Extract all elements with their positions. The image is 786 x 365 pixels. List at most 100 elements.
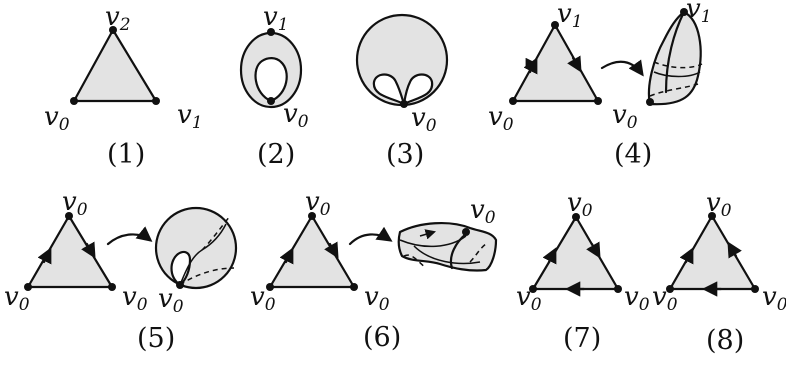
triangle-2-simplex xyxy=(531,215,620,291)
vertex-label: v0 xyxy=(44,102,70,135)
left-petal xyxy=(372,73,406,107)
band-edge xyxy=(413,245,481,265)
edge-arrow xyxy=(419,229,437,240)
vertex-label: v0 xyxy=(762,282,786,315)
map-arrow xyxy=(106,226,153,246)
vertex-dot xyxy=(666,285,674,293)
edge-arrow xyxy=(81,241,96,259)
vertex-label: v0 xyxy=(488,102,514,135)
section-curve xyxy=(653,71,701,78)
figure-1: v2 v0 v1 (1) xyxy=(44,2,203,170)
dashed-curve xyxy=(179,267,235,286)
figure-caption: (2) xyxy=(257,139,295,170)
vertex-dot xyxy=(70,97,78,105)
vertex-dot xyxy=(594,97,602,105)
vertex-label: v0 xyxy=(122,282,148,315)
vertex-label: v1 xyxy=(177,100,203,133)
vertex-label: v0 xyxy=(567,188,593,221)
vertex-label: v0 xyxy=(283,99,309,132)
figure-caption: (8) xyxy=(706,325,744,356)
figure-caption: (3) xyxy=(386,139,424,170)
vertex-dot xyxy=(152,97,160,105)
vertex-dot xyxy=(572,213,580,221)
triangle-2-simplex xyxy=(72,28,158,103)
vertex-label: v0 xyxy=(250,282,276,315)
dashed-curve xyxy=(201,215,231,251)
dashed-curve xyxy=(403,254,427,269)
vertex-dot xyxy=(462,228,470,236)
vertex-label: v0 xyxy=(624,282,650,315)
vertex-dot xyxy=(751,285,759,293)
vertex-dot xyxy=(267,97,275,105)
vertex-dot xyxy=(24,283,32,291)
sphere-disc xyxy=(355,13,449,107)
edge-arrow xyxy=(542,247,557,265)
edge-arrow xyxy=(523,57,538,75)
mobius-band xyxy=(397,221,498,272)
inner-loop xyxy=(254,57,288,103)
vertex-dot xyxy=(646,98,654,106)
edge-arrow xyxy=(567,55,582,73)
cone-seam xyxy=(664,10,686,94)
figure-7: v0 v0 v0 (7) xyxy=(516,188,650,354)
map-arrow xyxy=(348,226,393,246)
edge-arrow xyxy=(586,241,601,259)
right-petal xyxy=(402,73,434,106)
vertex-dot xyxy=(509,97,517,105)
figure-caption: (1) xyxy=(107,139,145,170)
figure-2: v1 v0 (2) xyxy=(239,2,309,170)
figure-caption: (6) xyxy=(363,322,401,353)
vertex-label: v0 xyxy=(470,195,496,228)
dashed-section xyxy=(649,83,699,97)
vertex-dot xyxy=(176,281,184,289)
vertex-dot xyxy=(267,28,275,36)
vertex-dot xyxy=(108,283,116,291)
vertex-dot xyxy=(350,283,358,291)
vertex-dot xyxy=(680,8,688,16)
figure-6: v0 v0 v0 v0 (6) xyxy=(250,187,498,353)
vertex-dot xyxy=(400,100,408,108)
figure-caption: (7) xyxy=(563,323,601,354)
vertex-dot xyxy=(266,283,274,291)
triangle-2-simplex xyxy=(668,214,757,291)
vertex-label: v0 xyxy=(706,188,732,221)
vertex-label: v1 xyxy=(263,2,289,35)
figure-8: v0 v0 v0 (8) xyxy=(652,188,786,356)
vertex-dot xyxy=(614,285,622,293)
edge-arrow xyxy=(279,247,294,265)
triangle-2-simplex xyxy=(268,214,356,289)
edge-arrow xyxy=(727,241,742,259)
dashed-curve xyxy=(469,243,487,263)
vertex-label: v0 xyxy=(62,187,88,220)
vertex-label: v2 xyxy=(105,2,131,35)
figure-caption: (5) xyxy=(137,323,175,354)
vertex-label: v0 xyxy=(411,103,437,136)
vertex-label: v0 xyxy=(652,282,678,315)
vertex-label: v0 xyxy=(612,100,638,133)
map-arrow xyxy=(600,59,644,77)
inner-loop xyxy=(170,250,192,287)
vertex-dot xyxy=(529,285,537,293)
vertex-dot xyxy=(109,26,117,34)
edge-arrow xyxy=(324,241,339,259)
vertex-dot xyxy=(551,21,559,29)
edge-arrow xyxy=(679,247,694,265)
triangle-2-simplex xyxy=(511,23,600,103)
vertex-dot xyxy=(708,212,716,220)
vertex-dot xyxy=(65,212,73,220)
vertex-label: v0 xyxy=(4,282,30,315)
vertex-label: v0 xyxy=(364,282,390,315)
edge-arrow xyxy=(37,247,52,265)
figure-caption: (4) xyxy=(614,139,652,170)
triangle-2-simplex xyxy=(26,214,114,289)
vertex-label: v1 xyxy=(557,0,583,32)
figure-4: v1 v0 v1 v0 (4) xyxy=(488,0,712,170)
dashed-section xyxy=(653,61,703,69)
figure-3: v0 (3) xyxy=(355,13,449,170)
vertex-label: v0 xyxy=(305,187,331,220)
vertex-label: v0 xyxy=(158,284,184,317)
cone-surface xyxy=(647,10,702,106)
vertex-label: v0 xyxy=(516,282,542,315)
